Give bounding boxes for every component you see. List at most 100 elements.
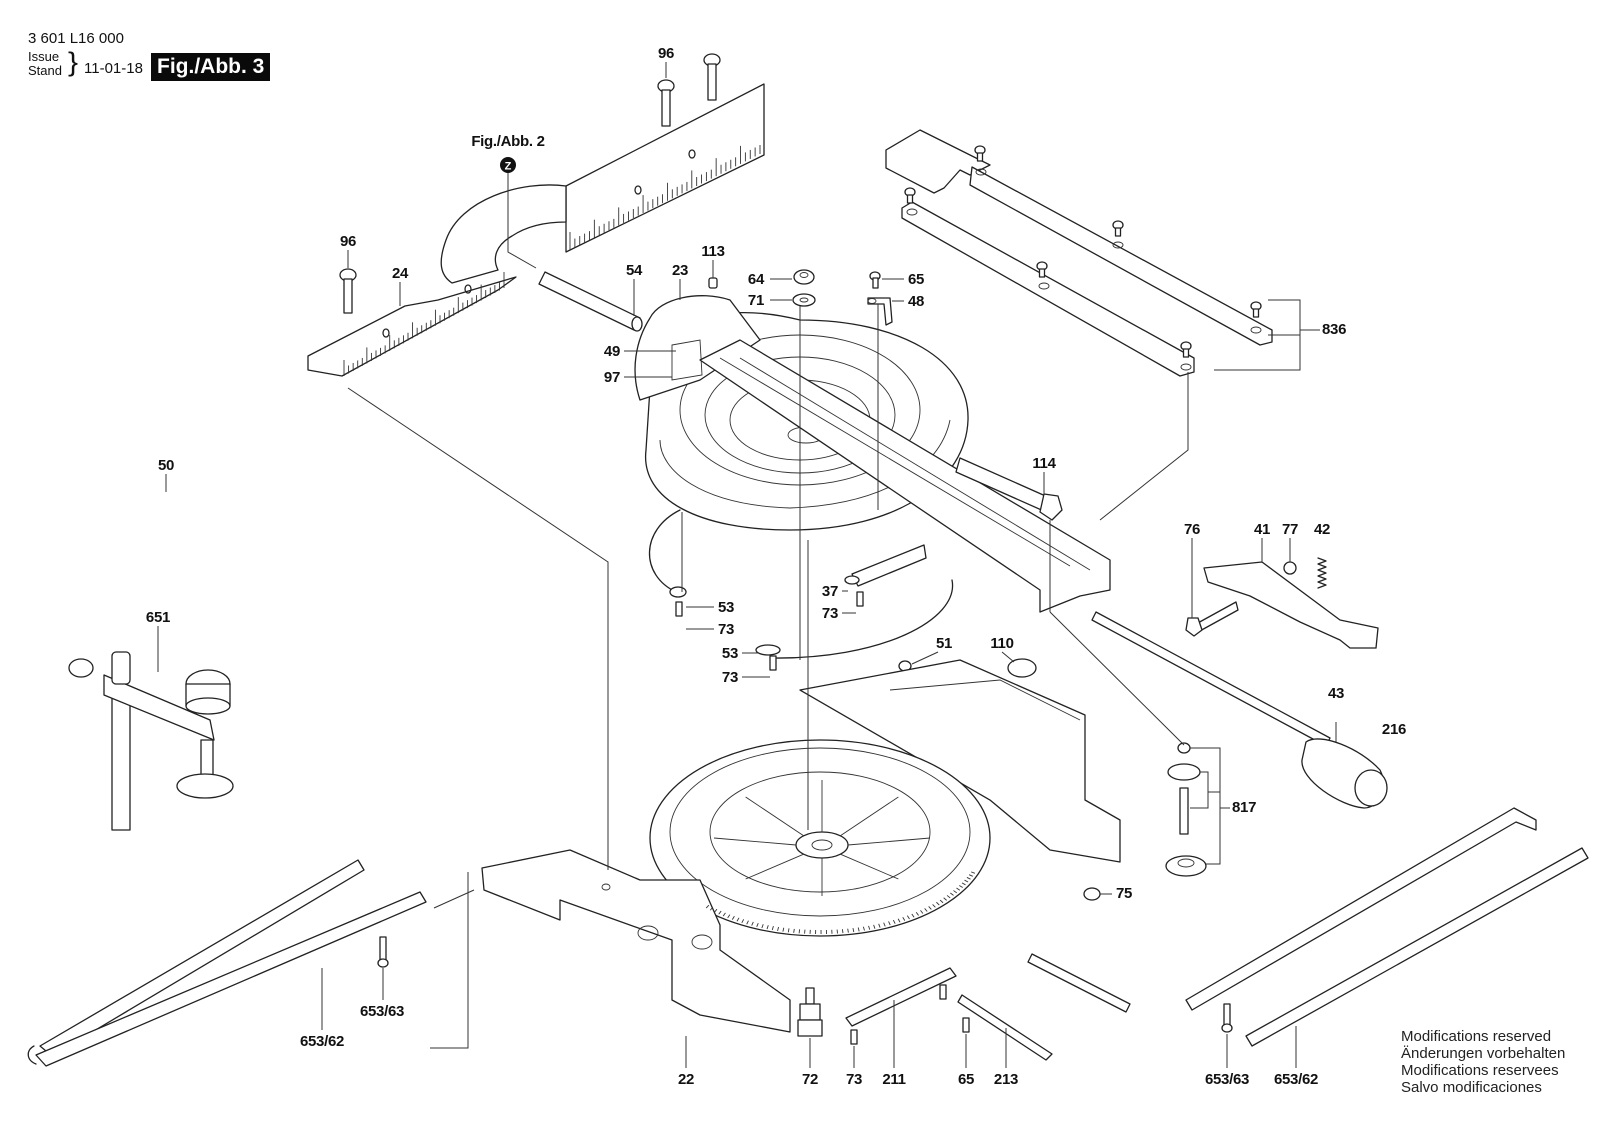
bolt-72	[797, 987, 823, 1037]
miter-scale-tick	[883, 922, 886, 927]
screw-65-bottom	[962, 1017, 970, 1033]
turntable-spoke	[745, 796, 804, 837]
screw-73-bottom	[850, 1029, 858, 1045]
miter-scale-tick	[731, 916, 735, 920]
cross-reference-marker	[500, 157, 516, 173]
miter-scale-tick	[857, 927, 860, 932]
note-line: Modifications reservees	[1401, 1062, 1559, 1079]
part-label-73c: 73	[722, 669, 738, 686]
miter-scale-tick	[936, 901, 940, 906]
nut-75	[1083, 887, 1101, 901]
part-label-49: 49	[604, 343, 620, 360]
screw-65-top	[869, 271, 881, 289]
document-number: 3 601 L16 000	[28, 30, 124, 47]
kerf-plate-screw-shank	[976, 152, 984, 162]
part-label-653-63b: 653/63	[1205, 1071, 1249, 1088]
miter-scale-tick	[902, 916, 906, 921]
nut-64	[793, 269, 815, 285]
part-label-65a: 65	[908, 271, 924, 288]
miter-scale-tick	[932, 904, 936, 908]
part-label-113: 113	[701, 243, 724, 260]
miter-scale-tick	[950, 892, 954, 896]
miter-scale-tick	[924, 908, 928, 912]
part-label-211: 211	[882, 1071, 905, 1088]
rod-213-upper	[1027, 953, 1131, 1013]
part-label-836: 836	[1322, 321, 1346, 338]
turntable-spoke	[745, 853, 804, 880]
kerf-plate-screw-shank	[1182, 348, 1190, 358]
base-assembly	[481, 659, 1121, 1033]
fence-right-scale	[569, 145, 761, 250]
miter-scale-tick	[847, 928, 849, 933]
miter-scale-tick	[897, 918, 901, 923]
part-label-72: 72	[802, 1071, 818, 1088]
kerf-plate-set	[885, 129, 1273, 377]
spring-42	[1317, 557, 1327, 589]
miter-scale-tick	[761, 924, 764, 929]
part-label-73b: 73	[822, 605, 838, 622]
miter-scale-tick	[751, 921, 754, 926]
part-label-51: 51	[936, 635, 952, 652]
issue-date: 11-01-18	[84, 60, 143, 77]
nut-77	[1283, 561, 1297, 575]
fence-arch	[440, 184, 567, 284]
miter-scale-tick	[956, 887, 961, 891]
miter-scale-tick	[873, 924, 876, 929]
clip-53-upper	[669, 586, 687, 598]
miter-scale-tick	[911, 913, 915, 918]
link-211	[845, 967, 957, 1027]
part-label-76: 76	[1184, 521, 1200, 538]
miter-scale-tick	[771, 926, 774, 931]
note-line: Modifications reserved	[1401, 1028, 1552, 1045]
miter-scale-tick	[714, 908, 718, 913]
part-label-23: 23	[672, 262, 688, 279]
miter-scale-tick	[766, 925, 769, 930]
miter-scale-tick	[915, 911, 919, 916]
clip-37	[851, 544, 927, 587]
bolt-114	[955, 457, 1063, 521]
clip-53-lower-wire	[769, 579, 954, 659]
foot-set-817	[1165, 742, 1207, 877]
cap-110	[1007, 658, 1037, 678]
miter-scale-tick	[798, 929, 801, 934]
lock-rod-43	[1091, 611, 1331, 747]
screw-113	[708, 277, 718, 289]
miter-scale-tick	[709, 906, 714, 911]
miter-scale-tick	[920, 910, 924, 914]
part-label-97: 97	[604, 369, 620, 386]
miter-scale-tick	[852, 928, 855, 933]
part-label-64: 64	[748, 271, 765, 288]
miter-scale-tick	[793, 928, 795, 933]
part-label-22: 22	[678, 1071, 694, 1088]
rod-213	[957, 994, 1053, 1061]
miter-scale-tick	[787, 928, 790, 933]
part-label-42: 42	[1314, 521, 1330, 538]
part-label-50: 50	[158, 457, 174, 474]
part-label-41: 41	[1254, 521, 1270, 538]
cross-reference-label: Fig./Abb. 2	[471, 133, 544, 150]
part-label-53a: 53	[718, 599, 734, 616]
miter-scale-tick	[756, 922, 759, 928]
miter-scale-tick	[746, 920, 749, 925]
clip-53-lower	[755, 644, 781, 656]
part-label-73a: 73	[718, 621, 734, 638]
extension-rod-left	[27, 859, 427, 1067]
kerf-plate-screw-shank	[1252, 308, 1260, 318]
note-line: Änderungen vorbehalten	[1401, 1045, 1566, 1062]
pin-54	[538, 271, 643, 332]
part-label-817: 817	[1232, 799, 1256, 816]
part-label-653-62b: 653/62	[1274, 1071, 1318, 1088]
miter-scale-tick	[961, 882, 966, 886]
part-label-53b: 53	[722, 645, 738, 662]
miter-scale-tick	[741, 919, 745, 924]
fence-left-scale	[343, 272, 505, 376]
miter-scale-tick	[705, 904, 710, 909]
miter-scale-tick	[736, 917, 740, 922]
part-label-651: 651	[146, 609, 170, 626]
miter-scale-tick	[722, 912, 726, 917]
turntable-spoke	[847, 837, 931, 846]
clip-53-upper-wire	[648, 509, 681, 593]
knob-216	[1301, 738, 1388, 809]
